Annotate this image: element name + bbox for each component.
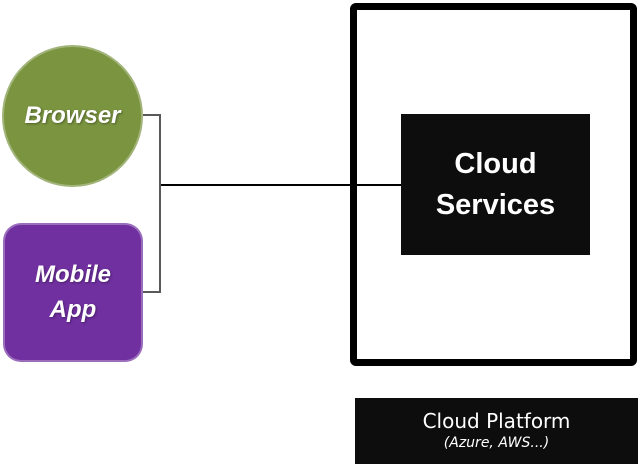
- connector-vertical-segment: [159, 114, 161, 293]
- cloud-platform-title: Cloud Platform: [422, 409, 571, 434]
- cloud-services-label-line-1: Cloud: [454, 147, 537, 180]
- node-cloud-services: Cloud Services: [401, 114, 590, 255]
- cloud-services-label-line-2: Services: [435, 188, 556, 221]
- node-cloud-platform: Cloud Platform (Azure, AWS...): [355, 398, 638, 464]
- node-mobile-app: Mobile App: [3, 223, 143, 362]
- cloud-platform-subtitle: (Azure, AWS...): [443, 435, 550, 452]
- browser-label: Browser: [24, 101, 121, 129]
- connector-browser-segment: [143, 114, 161, 116]
- node-browser: Browser: [2, 45, 143, 187]
- mobile-app-label-line-1: Mobile: [35, 260, 111, 288]
- connector-to-cloud-services: [161, 184, 401, 186]
- connector-mobile-segment: [143, 291, 161, 293]
- mobile-app-label-line-2: App: [49, 295, 97, 323]
